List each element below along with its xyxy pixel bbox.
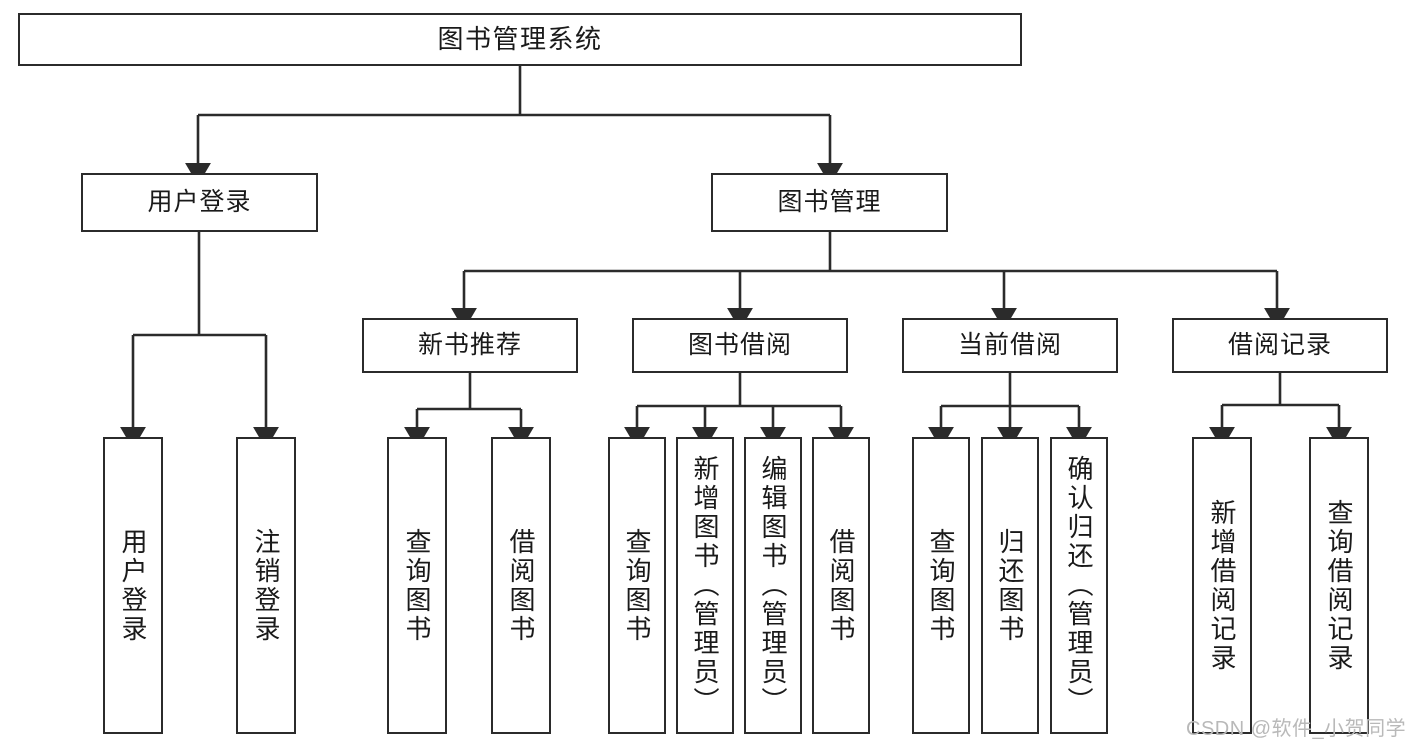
leaf-borrow-book-borrow[interactable]: 借阅图书: [812, 437, 870, 734]
node-book-management-system[interactable]: 图书管理系统: [18, 13, 1022, 66]
node-label: 新增图书（管理员）: [690, 455, 720, 716]
leaf-query-book-borrow[interactable]: 查询图书: [608, 437, 666, 734]
node-label: 图书借阅: [687, 330, 792, 359]
node-label: 查询借阅记录: [1324, 498, 1354, 673]
leaf-query-borrow-record[interactable]: 查询借阅记录: [1309, 437, 1369, 734]
node-label: 当前借阅: [957, 330, 1062, 359]
node-current-borrow[interactable]: 当前借阅: [902, 318, 1118, 373]
node-label: 图书管理: [777, 187, 882, 216]
leaf-query-book-current[interactable]: 查询图书: [912, 437, 970, 734]
leaf-confirm-return-admin[interactable]: 确认归还（管理员）: [1050, 437, 1108, 734]
node-label: 用户登录: [118, 527, 148, 644]
node-label: 借阅图书: [826, 527, 856, 644]
node-label: 查询图书: [926, 527, 956, 644]
node-label: 注销登录: [251, 527, 281, 644]
node-book-borrow[interactable]: 图书借阅: [632, 318, 848, 373]
leaf-return-book[interactable]: 归还图书: [981, 437, 1039, 734]
node-label: 借阅图书: [506, 527, 536, 644]
leaf-user-login[interactable]: 用户登录: [103, 437, 163, 734]
leaf-add-book-admin[interactable]: 新增图书（管理员）: [676, 437, 734, 734]
leaf-query-book-new-recommend[interactable]: 查询图书: [387, 437, 447, 734]
node-label: 查询图书: [622, 527, 652, 644]
node-label: 用户登录: [147, 187, 252, 216]
node-label: 新增借阅记录: [1207, 498, 1237, 673]
node-label: 查询图书: [402, 527, 432, 644]
node-book-manage[interactable]: 图书管理: [711, 173, 948, 232]
node-label: 归还图书: [995, 527, 1025, 644]
node-label: 借阅记录: [1227, 330, 1332, 359]
leaf-add-borrow-record[interactable]: 新增借阅记录: [1192, 437, 1252, 734]
leaf-logout-login[interactable]: 注销登录: [236, 437, 296, 734]
node-label: 确认归还（管理员）: [1064, 455, 1094, 716]
node-user-login[interactable]: 用户登录: [81, 173, 318, 232]
node-new-book-recommend[interactable]: 新书推荐: [362, 318, 578, 373]
node-borrow-record[interactable]: 借阅记录: [1172, 318, 1388, 373]
node-label: 新书推荐: [417, 330, 522, 359]
leaf-borrow-book-new-recommend[interactable]: 借阅图书: [491, 437, 551, 734]
node-label: 图书管理系统: [437, 24, 603, 55]
node-label: 编辑图书（管理员）: [758, 455, 788, 716]
leaf-edit-book-admin[interactable]: 编辑图书（管理员）: [744, 437, 802, 734]
